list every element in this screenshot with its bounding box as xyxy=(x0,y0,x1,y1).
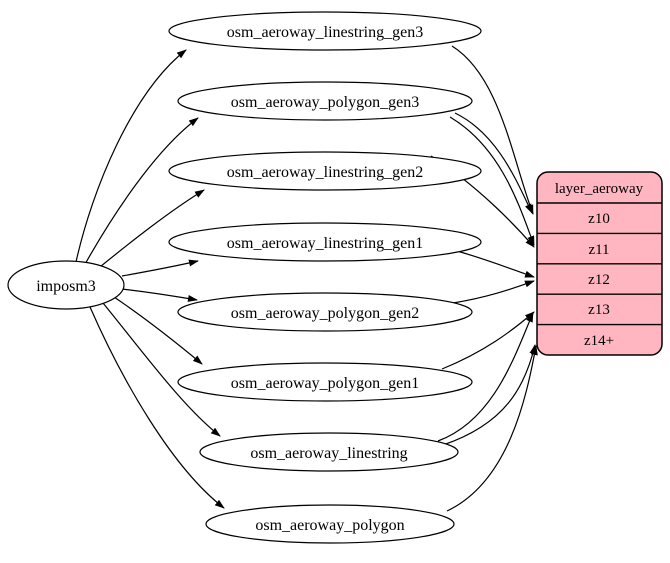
node-osm_aeroway_linestring: osm_aeroway_linestring xyxy=(199,432,459,472)
table-label: osm_aeroway_linestring_gen2 xyxy=(227,164,423,181)
table-ellipse xyxy=(168,151,482,191)
table-label: osm_aeroway_linestring_gen1 xyxy=(227,235,423,252)
edge-osm_aeroway_linestring_gen1-z12 xyxy=(456,250,535,278)
table-ellipse xyxy=(205,504,455,544)
node-osm_aeroway_polygon_gen3: osm_aeroway_polygon_gen3 xyxy=(177,81,473,121)
node-osm_aeroway_polygon_gen1: osm_aeroway_polygon_gen1 xyxy=(177,362,473,402)
edge-imposm3-osm_aeroway_polygon_gen3 xyxy=(83,117,199,267)
node-osm_aeroway_polygon: osm_aeroway_polygon xyxy=(205,504,455,544)
node-osm_aeroway_polygon_gen2: osm_aeroway_polygon_gen2 xyxy=(177,292,473,332)
edge-imposm3-osm_aeroway_polygon_gen1 xyxy=(113,296,203,365)
node-osm_aeroway_linestring_gen1: osm_aeroway_linestring_gen1 xyxy=(168,222,482,262)
layer-row-z13: z13 xyxy=(588,302,610,318)
layer-row-z11: z11 xyxy=(588,242,609,258)
edge-osm_aeroway_polygon_gen2-z12 xyxy=(452,280,535,304)
layer-row-z12: z12 xyxy=(588,272,610,288)
table-label: osm_aeroway_polygon_gen1 xyxy=(231,375,419,392)
table-ellipse xyxy=(168,222,482,262)
table-ellipse xyxy=(177,362,473,402)
table-ellipse xyxy=(177,81,473,121)
edge-osm_aeroway_linestring-z14 xyxy=(442,344,537,446)
node-osm_aeroway_linestring_gen3: osm_aeroway_linestring_gen3 xyxy=(168,11,482,51)
table-ellipse xyxy=(199,432,459,472)
table-label: osm_aeroway_polygon_gen3 xyxy=(231,94,419,111)
layer-row-z10: z10 xyxy=(588,211,610,227)
edge-imposm3-osm_aeroway_linestring_gen1 xyxy=(121,259,199,277)
edge-osm_aeroway_linestring_gen3-z10 xyxy=(451,45,534,215)
edge-imposm3-osm_aeroway_linestring_gen3 xyxy=(75,49,187,263)
table-ellipse xyxy=(168,11,482,51)
node-layer_aeroway: layer_aeroway z10 z11 z12 z13 z14+ xyxy=(536,171,663,356)
edge-imposm3-osm_aeroway_polygon_gen2 xyxy=(121,288,198,302)
edge-osm_aeroway_polygon_gen3-z10 xyxy=(454,112,533,214)
imposm3-ellipse xyxy=(7,260,125,310)
table-label: osm_aeroway_polygon_gen2 xyxy=(231,305,419,322)
table-label: osm_aeroway_polygon xyxy=(255,517,404,534)
edge-osm_aeroway_linestring-z13 xyxy=(437,312,534,442)
node-osm_aeroway_linestring_gen2: osm_aeroway_linestring_gen2 xyxy=(168,151,482,191)
edge-osm_aeroway_polygon-z14 xyxy=(446,345,538,512)
layer-row-z14: z14+ xyxy=(584,333,614,349)
imposm3-label: imposm3 xyxy=(36,278,96,295)
edge-imposm3-osm_aeroway_linestring_gen2 xyxy=(94,189,205,272)
table-label: osm_aeroway_linestring_gen3 xyxy=(227,24,423,41)
table-ellipse xyxy=(177,292,473,332)
edge-osm_aeroway_polygon_gen3-z11 xyxy=(449,116,535,246)
table-label: osm_aeroway_linestring xyxy=(250,445,407,462)
layer-title: layer_aeroway xyxy=(555,181,644,197)
edge-imposm3-osm_aeroway_linestring xyxy=(102,302,221,437)
edge-imposm3-osm_aeroway_polygon xyxy=(89,306,225,509)
node-imposm3: imposm3 xyxy=(7,260,125,310)
